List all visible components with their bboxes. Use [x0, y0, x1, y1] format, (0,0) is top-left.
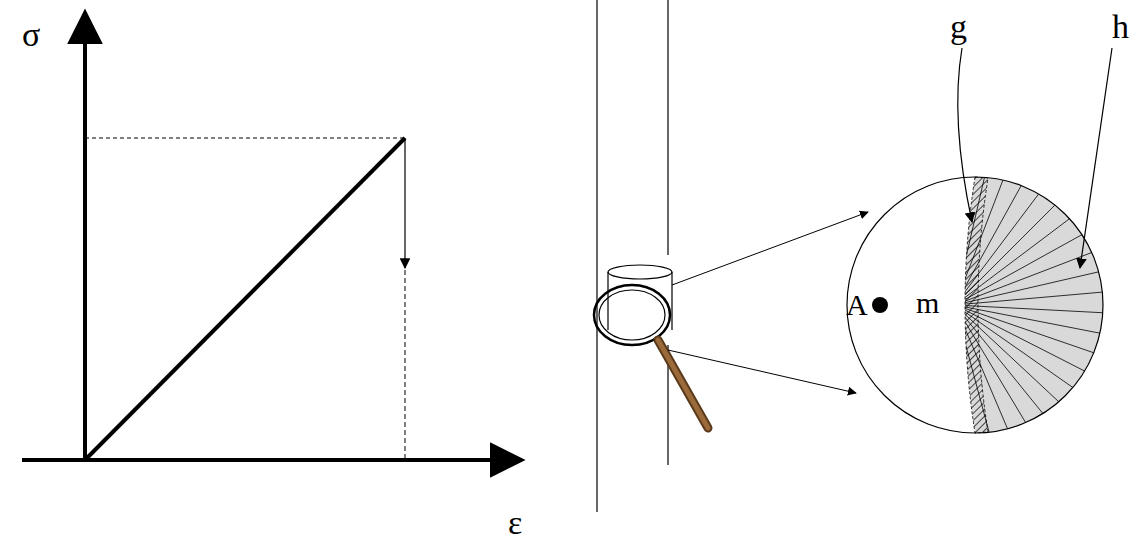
- part-label: h: [1112, 10, 1129, 44]
- axis-label: σ: [22, 18, 40, 52]
- fracture-ray: [955, 289, 1134, 305]
- axis-label: ε: [508, 506, 522, 540]
- fracture-ray: [955, 137, 1020, 305]
- point-label: A: [846, 290, 868, 320]
- fracture-ray: [955, 305, 1132, 339]
- part-label: g: [950, 10, 967, 44]
- zone-label: m: [916, 288, 939, 318]
- magnifier: [594, 212, 868, 428]
- stress-strain-graph: [22, 12, 522, 462]
- fracture-ray: [955, 265, 1130, 305]
- specimen-rod: [597, 0, 672, 512]
- fracture-surface: [847, 48, 1135, 484]
- fracture-ray: [955, 305, 1135, 314]
